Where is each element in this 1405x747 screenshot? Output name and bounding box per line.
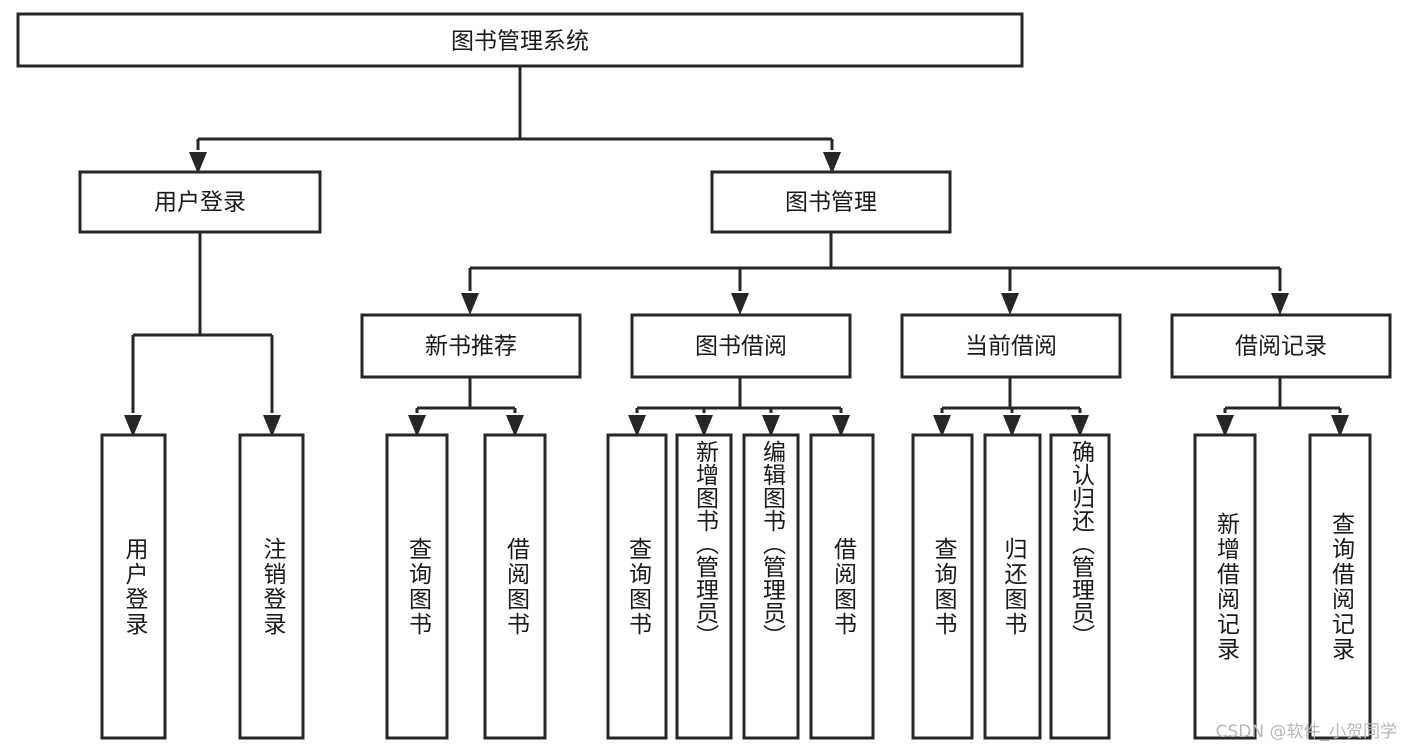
arrow-to-current-borrow [1001,293,1019,315]
node-root-label: 图书管理系统 [451,29,589,55]
node-user-login[interactable]: 用户登录 [78,170,322,234]
node-leaf-borrow-book-newbook-label: 借阅图书 [502,536,529,637]
node-leaf-query-book-newbook-label-wrap: 查询图书 [387,435,447,738]
node-leaf-user-login-label: 用户登录 [121,536,147,637]
node-leaf-add-book-admin-label: 新增图书（管理员） [691,440,718,647]
node-leaf-borrow-book-newbook-label-wrap: 借阅图书 [485,435,545,738]
node-leaf-add-borrow-record-label: 新增借阅记录 [1212,511,1239,662]
node-leaf-query-borrow-record[interactable] [1308,433,1372,740]
node-leaf-edit-book-admin-label: 编辑图书（管理员） [758,440,785,647]
node-leaf-query-book-newbook-label: 查询图书 [404,536,431,637]
connector-layer [124,66,1349,437]
node-leaf-query-book-newbook[interactable] [385,433,449,740]
node-leaf-query-borrow-record-box [1308,433,1372,740]
arrow-to-new-book [461,293,479,315]
node-book-management-label: 图书管理 [785,190,877,216]
node-leaf-return-book-label: 归还图书 [1000,536,1026,637]
node-current-borrow[interactable]: 当前借阅 [900,313,1122,379]
node-leaf-confirm-return-admin-label-wrap: 确认归还（管理员） [1051,440,1109,733]
node-leaf-confirm-return-admin[interactable] [1049,433,1111,740]
node-leaf-logout-label-wrap: 注销登录 [240,435,303,738]
node-leaf-query-book-borrow[interactable] [606,433,668,740]
node-root-box [16,12,1024,68]
arrow-to-borrow-record [1271,293,1289,315]
node-root-book-management-system[interactable]: 图书管理系统 [16,12,1024,68]
node-leaf-user-login-label-wrap: 用户登录 [102,435,165,738]
node-borrow-record-label: 借阅记录 [1235,334,1327,360]
node-leaf-borrow-book-newbook[interactable] [483,433,547,740]
node-user-login-label: 用户登录 [154,190,246,216]
node-current-borrow-label: 当前借阅 [965,334,1057,360]
node-leaf-borrow-book-newbook-box [483,433,547,740]
node-leaf-add-borrow-record-label-wrap: 新增借阅记录 [1195,435,1255,738]
node-leaf-add-borrow-record-box [1193,433,1257,740]
node-leaf-logout-label: 注销登录 [259,536,285,637]
node-book-borrow[interactable]: 图书借阅 [630,313,852,379]
node-leaf-confirm-return-admin-box [1049,433,1111,740]
node-leaf-query-book-current[interactable] [911,433,974,740]
node-book-borrow-label: 图书借阅 [695,334,787,360]
node-leaf-add-book-admin-label-wrap: 新增图书（管理员） [677,440,731,733]
node-leaf-borrow-book-borrow-label-wrap: 借阅图书 [811,435,873,738]
node-leaf-return-book-label-wrap: 归还图书 [985,435,1040,738]
node-leaf-add-borrow-record[interactable] [1193,433,1257,740]
node-leaf-user-login-box [100,433,167,740]
node-leaf-borrow-book-borrow-box [809,433,875,740]
node-borrow-record[interactable]: 借阅记录 [1170,313,1392,379]
node-leaf-add-book-admin-box [675,433,733,740]
node-leaf-borrow-book-borrow[interactable] [809,433,875,740]
node-leaf-user-login[interactable] [100,433,167,740]
node-leaf-query-book-borrow-label: 查询图书 [624,536,651,637]
node-current-borrow-box [900,313,1122,379]
node-new-book-recommend-box [360,313,582,379]
node-borrow-record-box [1170,313,1392,379]
node-leaf-query-book-current-label-wrap: 查询图书 [913,435,972,738]
node-new-book-recommend-label: 新书推荐 [425,334,517,360]
node-new-book-recommend[interactable]: 新书推荐 [360,313,582,379]
node-leaf-logout[interactable] [238,433,305,740]
node-leaf-edit-book-admin-label-wrap: 编辑图书（管理员） [744,440,798,733]
node-leaf-edit-book-admin-box [742,433,800,740]
node-leaf-query-book-borrow-label-wrap: 查询图书 [608,435,666,738]
node-leaf-logout-box [238,433,305,740]
node-leaf-query-book-newbook-box [385,433,449,740]
node-leaf-return-book[interactable] [983,433,1042,740]
arrow-to-book-borrow [731,293,749,315]
node-leaf-query-borrow-record-label-wrap: 查询借阅记录 [1310,435,1370,738]
node-leaf-query-book-borrow-box [606,433,668,740]
node-leaf-confirm-return-admin-label: 确认归还（管理员） [1067,440,1094,647]
node-user-login-box [78,170,322,234]
node-book-management-box [710,170,952,234]
node-leaf-return-book-box [983,433,1042,740]
node-book-borrow-box [630,313,852,379]
node-leaf-query-book-current-label: 查询图书 [930,536,956,637]
node-book-management[interactable]: 图书管理 [710,170,952,234]
node-leaf-borrow-book-borrow-label: 借阅图书 [829,536,856,637]
node-leaf-add-book-admin[interactable] [675,433,733,740]
node-leaf-edit-book-admin[interactable] [742,433,800,740]
node-leaf-query-book-current-box [911,433,974,740]
node-leaf-query-borrow-record-label: 查询借阅记录 [1327,511,1354,662]
